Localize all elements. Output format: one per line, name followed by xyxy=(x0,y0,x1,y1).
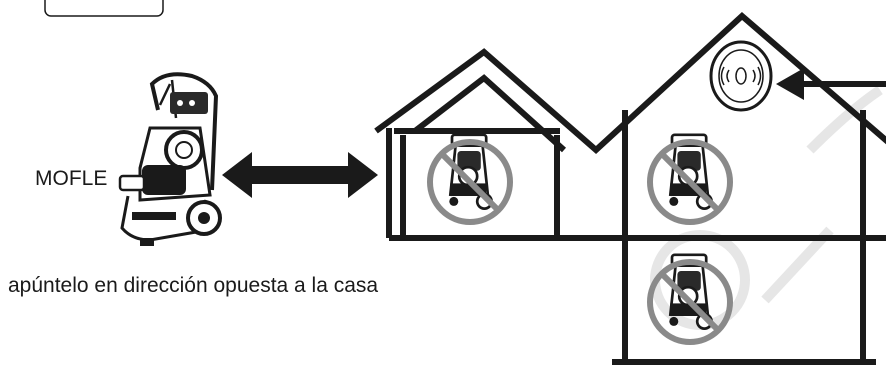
double-arrow-icon xyxy=(222,152,378,198)
prohibited-garage xyxy=(430,133,510,222)
caption: apúntelo en dirección opuesta a la casa xyxy=(8,274,378,297)
muffler-label: MOFLE xyxy=(35,167,107,190)
top-left-box xyxy=(44,0,164,17)
pressure-washer xyxy=(118,72,222,246)
alarm-pointer-arrow xyxy=(776,68,886,100)
prohibited-upper-room xyxy=(650,133,730,222)
co-alarm-icon xyxy=(709,40,773,112)
house xyxy=(374,11,886,365)
